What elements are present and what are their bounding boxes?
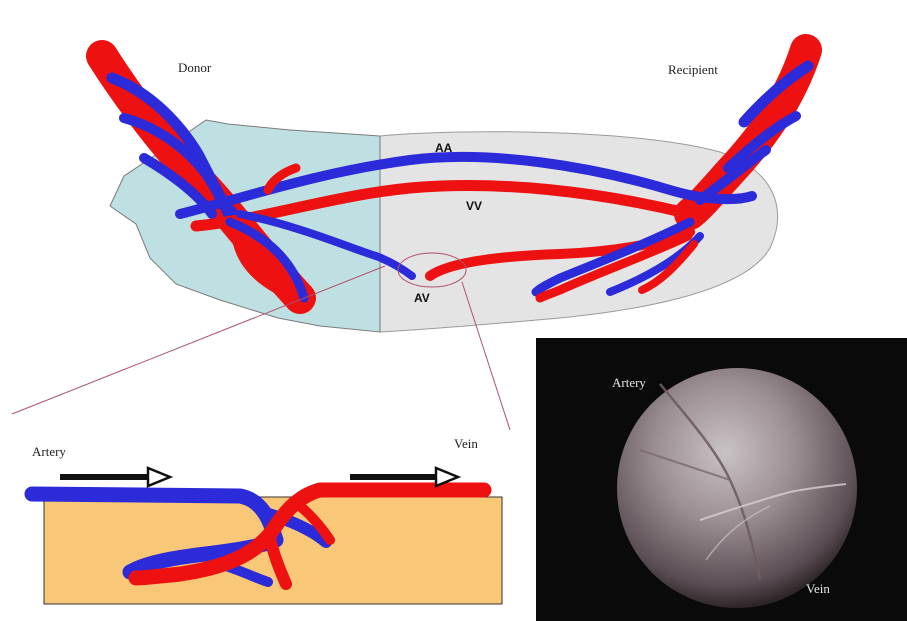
cross-section-detail: Artery Vein xyxy=(32,436,502,604)
vein-label: Vein xyxy=(454,436,478,451)
fetoscopic-photo: Artery Vein xyxy=(536,338,907,621)
recipient-label: Recipient xyxy=(668,62,718,77)
donor-label: Donor xyxy=(178,60,212,75)
vv-label: VV xyxy=(466,199,482,213)
aa-label: AA xyxy=(435,141,453,155)
photo-vein-label: Vein xyxy=(806,581,830,596)
av-label: AV xyxy=(414,291,430,305)
photo-artery-label: Artery xyxy=(612,375,646,390)
artery-flow-arrow-icon xyxy=(148,468,170,486)
artery-label: Artery xyxy=(32,444,66,459)
placenta-overview: Donor Recipient AA VV AV xyxy=(102,50,808,332)
